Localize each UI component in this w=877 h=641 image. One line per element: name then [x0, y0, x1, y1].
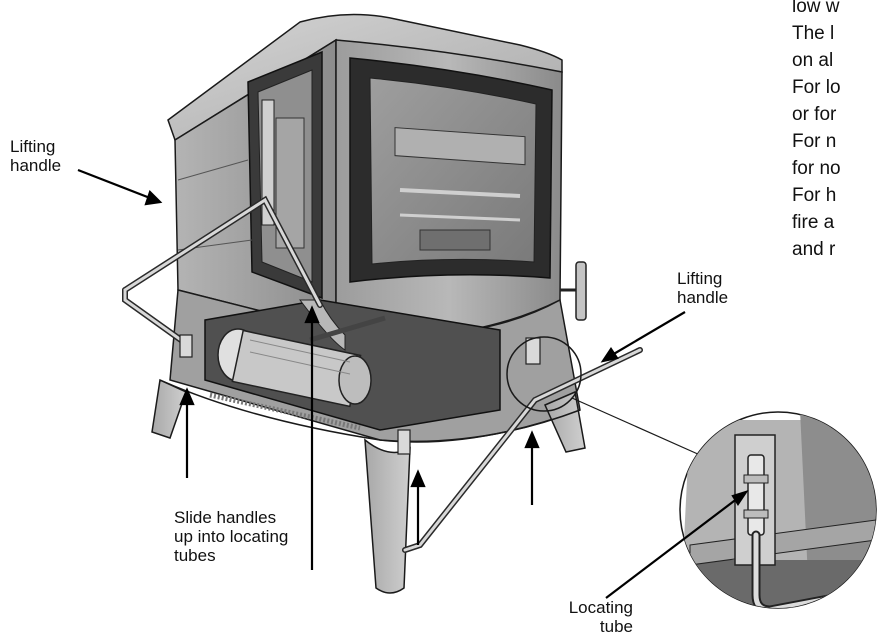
text-line: For lo: [792, 77, 841, 98]
label-locating-tube: Locating tube: [537, 598, 633, 636]
label-lifting-handle-right: Lifting handle: [677, 269, 728, 307]
label-lifting-handle-left: Lifting handle: [10, 137, 61, 175]
lifting-handle-rods: [122, 195, 643, 553]
label-line: Lifting: [10, 137, 56, 156]
text-line: The l: [792, 23, 835, 44]
text-line: fire a: [792, 212, 835, 233]
label-slide-handles: Slide handles up into locating tubes: [174, 508, 288, 565]
locating-tube-detail: [679, 411, 877, 609]
text-line: For n: [792, 131, 837, 152]
label-line: tube: [599, 617, 633, 636]
label-line: Slide handles: [174, 508, 277, 527]
label-line: handle: [677, 288, 729, 307]
stove-front: [335, 39, 587, 331]
stove-legs: [151, 378, 586, 594]
label-line: handle: [10, 156, 62, 175]
annotation-arrows: [77, 168, 749, 599]
text-line: on al: [792, 50, 834, 71]
label-line: Lifting: [677, 269, 723, 288]
text-line: and r: [792, 239, 836, 260]
text-line: low w: [792, 0, 840, 17]
label-line: up into locating: [174, 527, 289, 546]
instruction-text-fragment: low w The l on al For lo or for For n fo…: [792, 0, 877, 261]
text-line: or for: [792, 104, 837, 125]
locating-tube-brackets: [179, 334, 541, 455]
stove-base: [169, 289, 581, 443]
text-line: for no: [792, 158, 841, 179]
label-line: tubes: [174, 546, 216, 565]
text-line: For h: [792, 185, 837, 206]
detail-target-circle: [506, 336, 582, 412]
stove-top: [167, 13, 563, 142]
label-line: Locating: [568, 598, 633, 617]
